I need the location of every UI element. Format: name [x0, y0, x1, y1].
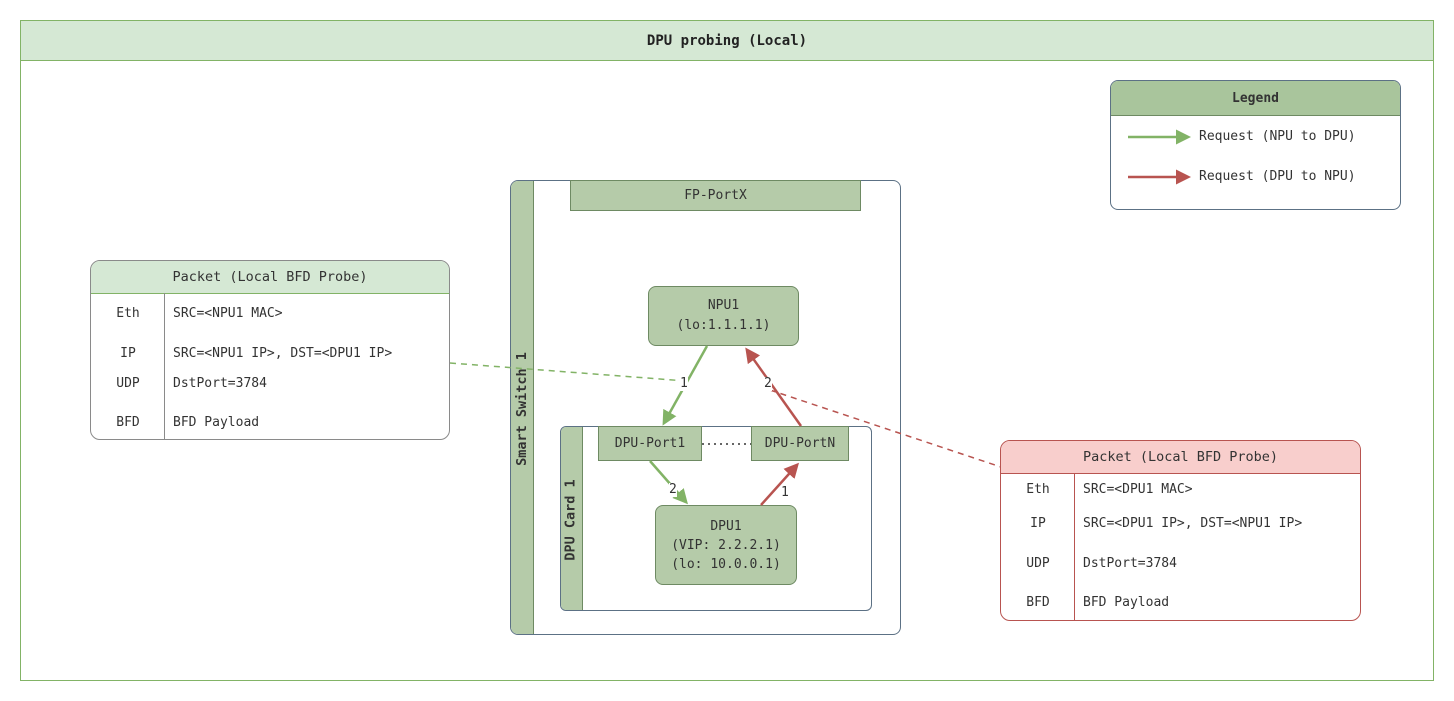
packet-right-value: DstPort=3784 — [1083, 555, 1177, 571]
green-step-label-2: 2 — [669, 482, 677, 497]
red-step-label-1: 1 — [781, 485, 789, 500]
packet-left-title: Packet (Local BFD Probe) — [91, 261, 449, 294]
packet-left-value: DstPort=3784 — [173, 375, 267, 391]
packet-right-value: SRC=<DPU1 MAC> — [1083, 481, 1193, 497]
packet-right-title: Packet (Local BFD Probe) — [1001, 441, 1360, 474]
packet-left-divider — [164, 293, 165, 439]
packet-left-key: Eth — [116, 305, 140, 321]
table-row: Eth SRC=<DPU1 MAC> — [1001, 469, 1360, 509]
npu-lo: (lo:1.1.1.1) — [676, 318, 771, 333]
legend-item-npu-to-dpu: Request (NPU to DPU) — [1199, 129, 1356, 144]
legend: Legend Request (NPU to DPU) Request (DPU… — [1110, 80, 1401, 210]
table-row: UDP DstPort=3784 — [1001, 543, 1360, 583]
npu-name: NPU1 — [707, 298, 740, 313]
dpu-vip: (VIP: 2.2.2.1) — [671, 537, 781, 553]
table-row: BFD BFD Payload — [1001, 582, 1360, 620]
left-packet-connector — [449, 362, 687, 382]
table-row: Eth SRC=<NPU1 MAC> — [91, 293, 449, 333]
packet-right-key: BFD — [1026, 594, 1050, 610]
dpu-port1: DPU-Port1 — [598, 426, 702, 461]
packet-right-value: SRC=<DPU1 IP>, DST=<NPU1 IP> — [1083, 515, 1303, 531]
legend-item-dpu-to-npu: Request (DPU to NPU) — [1199, 169, 1356, 184]
table-row: IP SRC=<NPU1 IP>, DST=<DPU1 IP> — [91, 333, 449, 373]
packet-right-divider — [1074, 473, 1075, 620]
legend-title: Legend — [1111, 81, 1400, 116]
smart-switch-label-bar: Smart Switch 1 — [511, 181, 534, 634]
table-row: IP SRC=<DPU1 IP>, DST=<NPU1 IP> — [1001, 503, 1360, 543]
fp-port: FP-PortX — [570, 180, 861, 211]
packet-left-key: BFD — [116, 414, 140, 430]
dpu-card-label-bar: DPU Card 1 — [561, 427, 583, 610]
packet-left-value: SRC=<NPU1 IP>, DST=<DPU1 IP> — [173, 345, 393, 361]
packet-table-left: Packet (Local BFD Probe) Eth SRC=<NPU1 M… — [90, 260, 450, 440]
packet-right-key: IP — [1030, 515, 1046, 531]
packet-left-value: SRC=<NPU1 MAC> — [173, 305, 283, 321]
dpu-portn: DPU-PortN — [751, 426, 849, 461]
table-row: UDP DstPort=3784 — [91, 363, 449, 403]
dpu-lo: (lo: 10.0.0.1) — [671, 556, 781, 572]
packet-right-key: UDP — [1026, 555, 1050, 571]
diagram-title: DPU probing (Local) — [20, 20, 1434, 61]
arrow-portn-to-npu — [745, 347, 803, 427]
dpu-name: DPU1 — [710, 518, 742, 534]
red-step-label-2: 2 — [764, 376, 772, 391]
green-step-label-1: 1 — [680, 376, 688, 391]
dpu-node: DPU1 (VIP: 2.2.2.1) (lo: 10.0.0.1) — [655, 505, 797, 585]
npu-node: NPU1 (lo:1.1.1.1) — [648, 286, 799, 346]
arrow-port1-to-dpu — [649, 460, 688, 505]
table-row: BFD BFD Payload — [91, 402, 449, 439]
arrow-dpu-to-portn — [760, 462, 800, 506]
packet-right-value: BFD Payload — [1083, 594, 1170, 610]
packet-left-value: BFD Payload — [173, 414, 260, 430]
right-packet-connector — [769, 389, 1002, 468]
packet-table-right: Packet (Local BFD Probe) Eth SRC=<DPU1 M… — [1000, 440, 1361, 621]
packet-right-key: Eth — [1026, 481, 1050, 497]
packet-left-key: IP — [120, 345, 136, 361]
packet-left-key: UDP — [116, 375, 140, 391]
